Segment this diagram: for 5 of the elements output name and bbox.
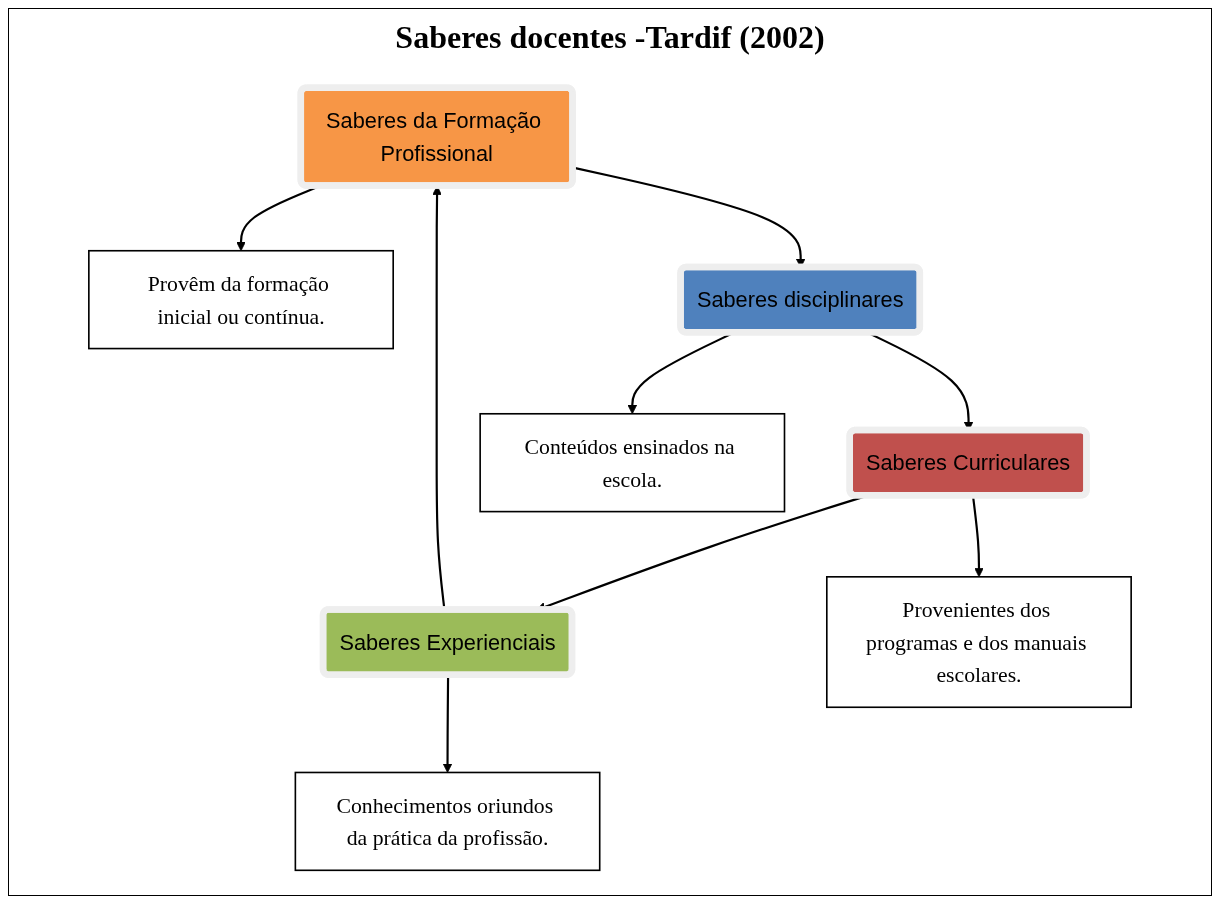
node-box: Conteúdos ensinados na escola. — [479, 412, 786, 512]
node-box: Provêm da formação inicial ou contínua. — [88, 249, 394, 349]
diagram-title: Saberes docentes -Tardif (2002) — [395, 19, 825, 56]
node-box: Provenientes dos programas e dos manuais escolares. — [826, 575, 1132, 708]
node-box: Conhecimentos oriundos da prática da profissão. — [294, 771, 601, 871]
